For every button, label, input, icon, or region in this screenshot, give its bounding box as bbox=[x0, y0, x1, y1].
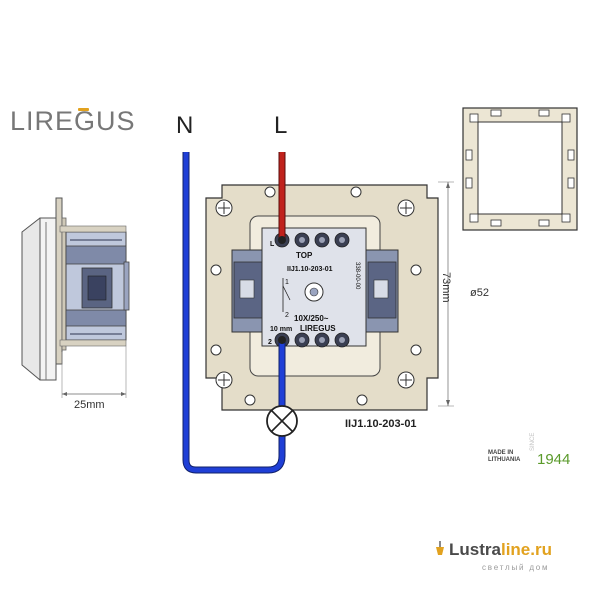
terminal-1-label: 1 bbox=[285, 279, 289, 286]
watermark-name-part1: Lustra bbox=[449, 540, 501, 559]
diameter-dimension-label: ø52 bbox=[470, 287, 489, 299]
since-label: SINCE bbox=[530, 432, 536, 451]
brand-logo: LIREGUS bbox=[10, 106, 136, 136]
terminal-2-bottom-label: 2 bbox=[268, 339, 272, 346]
made-in-line2: LITHUANIA bbox=[488, 457, 521, 463]
lamp-icon bbox=[266, 405, 298, 437]
model-code-label: IIJ1.10-203-01 bbox=[287, 266, 333, 273]
terminal-2-label: 2 bbox=[285, 312, 289, 319]
front-plate-view bbox=[462, 107, 578, 231]
terminal-L-label: L bbox=[270, 241, 275, 248]
height-dimension bbox=[438, 181, 454, 407]
since-year: 1944 bbox=[537, 451, 571, 468]
strip-length-label: 10 mm bbox=[270, 326, 292, 333]
depth-dimension-label: 25mm bbox=[74, 399, 105, 411]
rating-label: 10X/250~ bbox=[294, 314, 329, 323]
made-in-line1: MADE IN bbox=[488, 450, 514, 456]
top-label: TOP bbox=[296, 251, 313, 260]
watermark-lamp-icon bbox=[436, 541, 444, 555]
switch-front-view bbox=[205, 184, 439, 411]
watermark-name-part2: line.ru bbox=[500, 540, 552, 559]
product-code-label: IIJ1.10-203-01 bbox=[345, 418, 417, 430]
made-in-label: MADE IN LITHUANIA bbox=[488, 450, 520, 464]
watermark-subtitle: светлый дом bbox=[482, 563, 550, 572]
watermark-name: Lustraline.ru bbox=[449, 540, 552, 560]
live-label: L bbox=[274, 112, 288, 139]
logo-accent-mark bbox=[78, 108, 89, 111]
mechanism-brand-label: LIREGUS bbox=[300, 324, 336, 333]
side-code-label: 338-00-00 bbox=[354, 262, 360, 290]
height-dimension-label: 73mm bbox=[440, 272, 452, 303]
neutral-label: N bbox=[176, 112, 194, 139]
switch-side-view bbox=[21, 197, 130, 398]
